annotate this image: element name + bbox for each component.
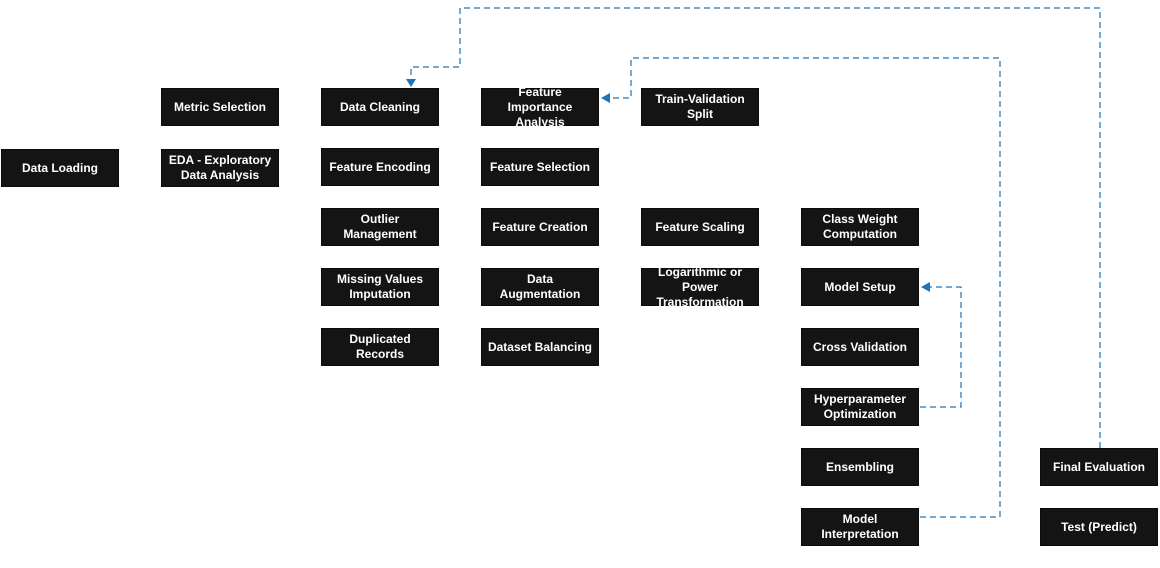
- node-missing-values-imputation[interactable]: Missing Values Imputation: [321, 268, 439, 306]
- node-hyperparameter-optimization[interactable]: Hyperparameter Optimization: [801, 388, 919, 426]
- node-data-loading[interactable]: Data Loading: [1, 149, 119, 187]
- node-data-cleaning[interactable]: Data Cleaning: [321, 88, 439, 126]
- node-log-power-transformation[interactable]: Logarithmic or Power Transformation: [641, 265, 759, 309]
- node-feature-importance-analysis[interactable]: Feature Importance Analysis: [481, 85, 599, 129]
- arrowhead-model-setup: [921, 282, 930, 292]
- node-ensembling[interactable]: Ensembling: [801, 448, 919, 486]
- node-train-validation-split[interactable]: Train-Validation Split: [641, 88, 759, 126]
- node-feature-scaling[interactable]: Feature Scaling: [641, 208, 759, 246]
- node-final-evaluation[interactable]: Final Evaluation: [1040, 448, 1158, 486]
- node-duplicated-records[interactable]: Duplicated Records: [321, 328, 439, 366]
- node-feature-encoding[interactable]: Feature Encoding: [321, 148, 439, 186]
- connector-final-evaluation-to-data-cleaning: [410, 7, 1101, 448]
- node-cross-validation[interactable]: Cross Validation: [801, 328, 919, 366]
- arrowhead-data-cleaning: [406, 79, 416, 87]
- node-model-interpretation[interactable]: Model Interpretation: [801, 508, 919, 546]
- node-test-predict[interactable]: Test (Predict): [1040, 508, 1158, 546]
- node-dataset-balancing[interactable]: Dataset Balancing: [481, 328, 599, 366]
- node-class-weight-computation[interactable]: Class Weight Computation: [801, 208, 919, 246]
- node-outlier-management[interactable]: Outlier Management: [321, 208, 439, 246]
- arrowhead-feature-importance: [601, 93, 610, 103]
- node-feature-selection[interactable]: Feature Selection: [481, 148, 599, 186]
- node-metric-selection[interactable]: Metric Selection: [161, 88, 279, 126]
- node-data-augmentation[interactable]: Data Augmentation: [481, 268, 599, 306]
- node-model-setup[interactable]: Model Setup: [801, 268, 919, 306]
- node-eda[interactable]: EDA - Exploratory Data Analysis: [161, 149, 279, 187]
- connector-hyperparameter-to-model-setup: [920, 286, 962, 408]
- connector-model-interpretation-to-feature-importance: [610, 57, 1001, 518]
- node-feature-creation[interactable]: Feature Creation: [481, 208, 599, 246]
